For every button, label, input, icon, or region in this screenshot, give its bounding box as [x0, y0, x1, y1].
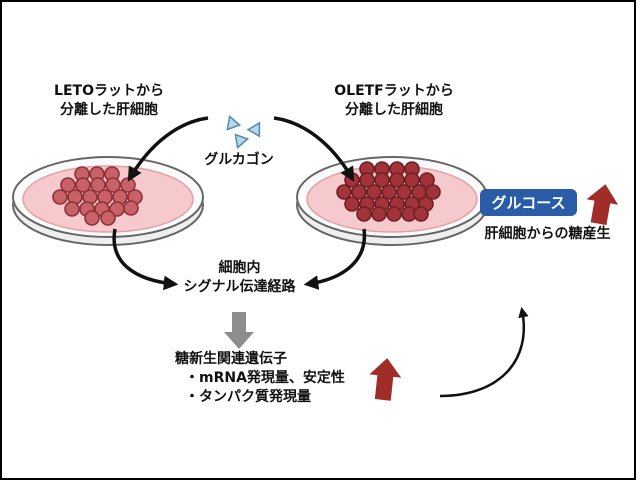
glucagon-triangles-icon	[226, 114, 261, 150]
glucose-label: グルコース	[491, 194, 566, 212]
arrow-glucagon-to-left-dish	[127, 116, 209, 182]
up-arrow-glucose-icon	[586, 184, 619, 226]
pathway-label-line1: 細胞内	[218, 260, 261, 276]
left-dish-label-line2: 分離した肝細胞	[60, 101, 158, 118]
arrow-glucagon-to-right-dish	[273, 116, 355, 182]
right-dish-label-line2: 分離した肝細胞	[345, 101, 443, 118]
pathway-label-line2: シグナル伝達経路	[183, 278, 296, 295]
right-dish-label-line1: OLETFラットから	[334, 83, 454, 99]
right-cell-cluster	[336, 161, 441, 222]
pathway-label: 細胞内 シグナル伝達経路	[157, 259, 322, 297]
arrow-right-dish-to-pathway	[303, 228, 367, 290]
glucagon-label: グルカゴン	[204, 152, 274, 168]
left-dish-label-line1: LETOラットから	[54, 83, 164, 99]
genes-title: 糖新生関連遺伝子	[175, 351, 287, 367]
arrow-left-dish-to-pathway	[112, 228, 179, 291]
glucose-caption: 肝細胞からの糖産生	[484, 226, 611, 242]
left-dish-label: LETOラットから 分離した肝細胞	[29, 82, 189, 120]
left-cell-cluster	[52, 166, 143, 226]
petri-dish-left-icon	[12, 156, 204, 246]
right-dish-label: OLETFラットから 分離した肝細胞	[309, 82, 479, 120]
genes-bullet-protein: ・タンパク質発現量	[185, 388, 311, 405]
arrow-genes-to-glucose	[439, 306, 529, 398]
genes-label: 糖新生関連遺伝子 ・mRNA発現量、安定性 ・タンパク質発現量	[175, 350, 385, 407]
petri-dish-right-icon	[296, 156, 488, 246]
up-arrow-genes-icon	[369, 358, 402, 401]
gray-down-arrow-icon	[224, 312, 254, 349]
genes-bullet-mrna: ・mRNA発現量、安定性	[185, 369, 345, 386]
glucose-box: グルコース	[480, 189, 577, 216]
